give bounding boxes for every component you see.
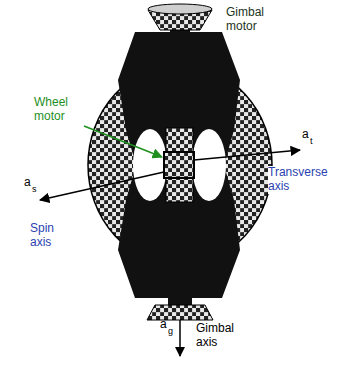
transverse-axis-arrow [194,150,300,160]
gimbal-axis-arrow [179,320,181,356]
frame-window [133,129,167,201]
leader-line [84,126,162,157]
axis-subscript: g [168,326,178,336]
axis-label: Spin axis [30,222,72,250]
spin-axis-arrow [40,172,164,200]
wheel-motor [164,152,194,178]
gimbal-motor [147,305,213,320]
axis-label: Gimbal axis [196,322,246,350]
axis-subscript: s [32,184,42,194]
frame-window [192,129,226,201]
axis-subscript: t [310,136,320,146]
part-label: Wheel motor [34,96,90,124]
gimbal-frame [118,32,240,298]
gimbal-motor-top [148,4,212,14]
axis-label: Transverse axis [268,166,336,194]
part-label: Gimbal motor [226,6,288,34]
